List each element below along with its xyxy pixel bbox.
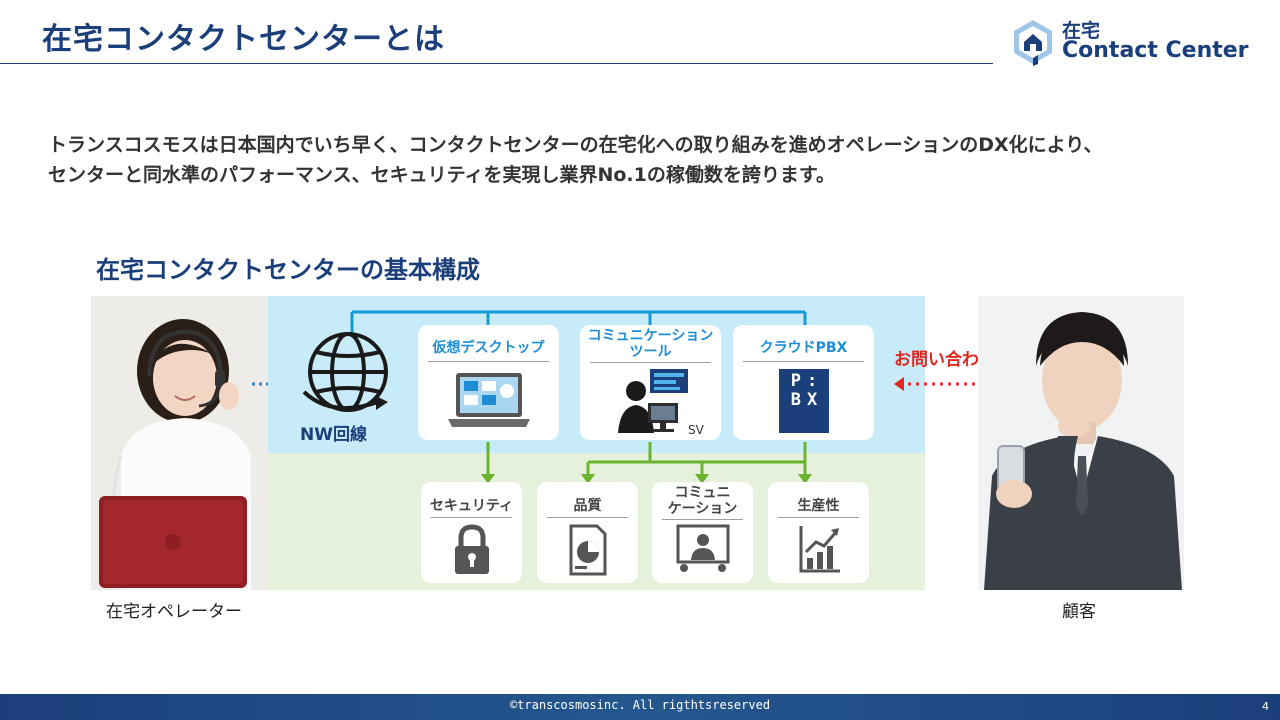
brand-logo: 在宅 Contact Center (1012, 16, 1252, 68)
inquiry-label: お問い合わせ (894, 350, 996, 370)
card-divider (428, 361, 549, 362)
communication-tool-label-line-1: コミュニケーション (587, 328, 714, 344)
intro-line-1: トランスコスモスは日本国内でいち早く、コンタクトセンターの在宅化への取り組みを進… (48, 134, 1103, 156)
section-title: 在宅コンタクトセンターの基本構成 (96, 256, 480, 284)
communication-tool-label-line-2: ツール (629, 344, 672, 360)
logo-jp-text: 在宅 (1062, 20, 1101, 42)
pbx-icon (779, 369, 829, 433)
card-divider (590, 362, 711, 363)
padlock-icon (455, 524, 489, 574)
communication-label-line-1: コミュニ (674, 485, 731, 501)
operator-illustration (91, 296, 268, 590)
card-divider (778, 517, 859, 518)
logo-en-text: Contact Center (1062, 38, 1249, 63)
communication-card: コミュニ ケーション (652, 482, 753, 583)
pbx-text: P:BX (790, 371, 824, 410)
productivity-card: 生産性 (768, 482, 869, 583)
supervisor-headset-icon (618, 369, 688, 433)
card-divider (662, 519, 743, 520)
slide-title: 在宅コンタクトセンターとは (42, 22, 445, 57)
growth-chart-icon (799, 526, 840, 573)
network-label: NW回線 (300, 425, 367, 445)
security-label: セキュリティ (429, 498, 514, 514)
customer-photo (978, 296, 1184, 590)
operator-caption: 在宅オペレーター (106, 602, 242, 622)
report-chart-icon (569, 524, 607, 576)
diagram-connectors (350, 310, 812, 484)
page-number: 4 (1262, 700, 1269, 713)
virtual-desktop-label: 仮想デスクトップ (432, 340, 545, 356)
customer-caption: 顧客 (1062, 602, 1096, 622)
globe-network-icon (302, 332, 388, 412)
cloud-pbx-card: クラウドPBX P:BX (733, 325, 874, 440)
card-divider (743, 361, 864, 362)
copyright-text: ©transcosmosinc. All rigthtsreserved (509, 698, 771, 712)
video-meeting-icon (676, 524, 730, 572)
communication-tool-card: コミュニケーション ツール SV (580, 325, 721, 440)
intro-paragraph: トランスコスモスは日本国内でいち早く、コンタクトセンターの在宅化への取り組みを進… (48, 130, 1228, 190)
operator-photo (91, 296, 268, 590)
arrow-left-icon (894, 377, 904, 391)
customer-illustration (978, 296, 1184, 590)
communication-label: コミュニ ケーション (652, 485, 753, 517)
virtual-desktop-card: 仮想デスクトップ (418, 325, 559, 440)
security-card: セキュリティ (421, 482, 522, 583)
communication-label-line-2: ケーション (667, 501, 738, 517)
productivity-label: 生産性 (797, 498, 840, 514)
communication-tool-label: コミュニケーション ツール (580, 328, 721, 360)
house-logo-icon (1014, 20, 1052, 66)
laptop-desktop-icon (448, 373, 530, 427)
card-divider (431, 517, 512, 518)
quality-label: 品質 (573, 498, 602, 514)
cloud-pbx-label: クラウドPBX (759, 340, 848, 356)
card-divider (547, 517, 628, 518)
quality-card: 品質 (537, 482, 638, 583)
sv-label: SV (688, 423, 704, 437)
title-underline (0, 63, 993, 64)
intro-line-2: センターと同水準のパフォーマンス、セキュリティを実現し業界No.1の稼働数を誇り… (48, 164, 835, 186)
footer-bar (0, 694, 1280, 720)
